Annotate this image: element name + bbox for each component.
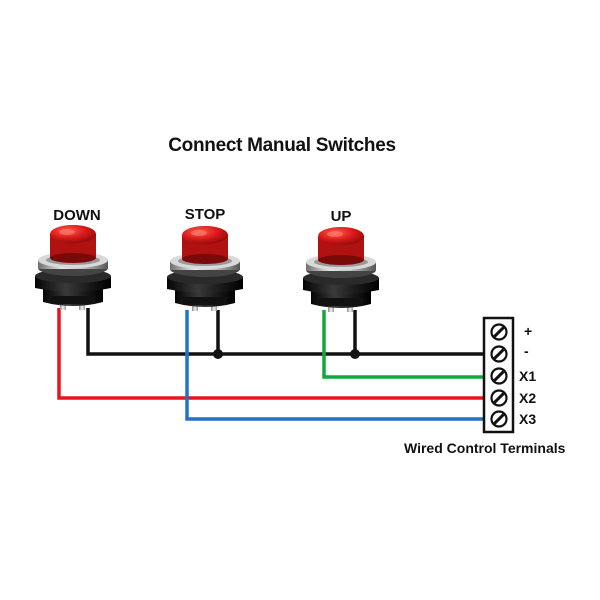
stop-junction-dot — [213, 349, 223, 359]
terminal-plus-screw-icon — [490, 323, 508, 341]
stop-switch-label: STOP — [184, 206, 226, 223]
terminal-x1-label: X1 — [519, 368, 537, 384]
down-wire — [57, 308, 484, 400]
terminal-x3-screw-icon — [490, 410, 508, 428]
down-switch-label: DOWN — [53, 207, 101, 224]
down-switch-icon — [35, 225, 111, 310]
common-wire — [86, 308, 484, 356]
terminal-minus-label: - — [524, 343, 529, 359]
up-wire — [322, 310, 484, 379]
stop-switch-icon — [167, 226, 243, 311]
terminal-x2-label: X2 — [519, 390, 537, 406]
terminal-x1-screw-icon — [490, 367, 508, 385]
terminal-plus-label: + — [524, 323, 533, 339]
terminal-minus-screw-icon — [490, 345, 508, 363]
terminal-x3-label: X3 — [519, 411, 537, 427]
terminal-x2-screw-icon — [490, 389, 508, 407]
up-switch-label: UP — [330, 208, 352, 225]
stop-wire — [185, 310, 484, 421]
up-junction-dot — [350, 349, 360, 359]
up-switch-icon — [303, 227, 379, 312]
terminal-block-caption: Wired Control Terminals — [404, 440, 566, 456]
diagram-title: Connect Manual Switches — [168, 135, 396, 156]
